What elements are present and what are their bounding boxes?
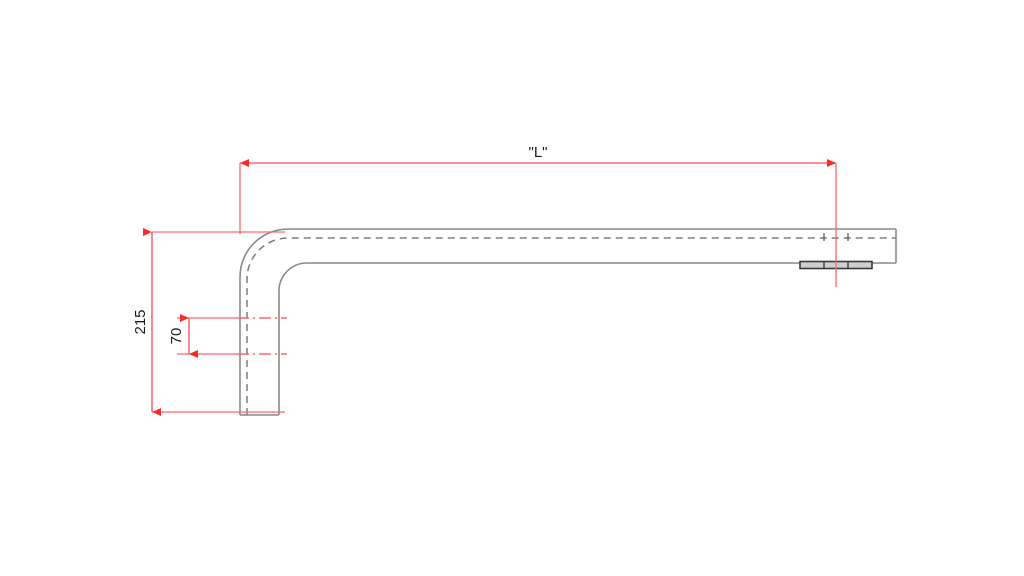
tube-inner-contour xyxy=(278,262,896,415)
part-geometry xyxy=(239,228,897,416)
length-dimension-group: "L" xyxy=(239,144,837,287)
length-dim-label: "L" xyxy=(529,144,548,161)
inner-height-dimension-group: 70 xyxy=(168,314,287,358)
tube-hidden-wall-line xyxy=(246,237,896,415)
tube-outer-contour xyxy=(239,228,896,415)
inner-dim-label: 70 xyxy=(168,328,185,345)
height-dim-label: 215 xyxy=(132,309,149,334)
height-dimension-group: 215 xyxy=(132,228,285,416)
